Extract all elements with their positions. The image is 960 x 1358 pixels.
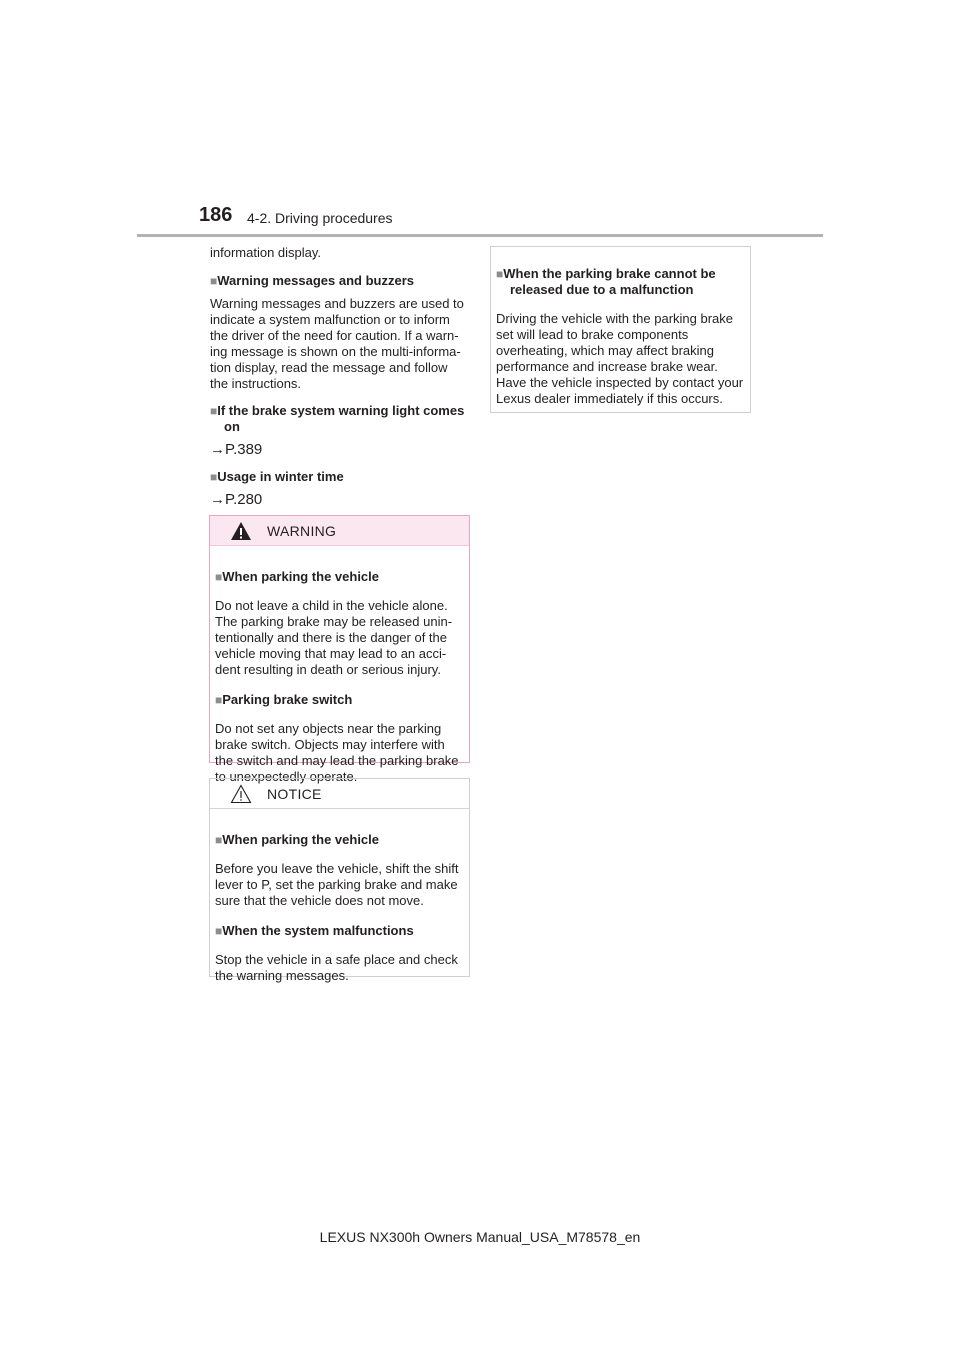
arrow-icon: → xyxy=(210,491,225,508)
notice-header: NOTICE xyxy=(210,779,469,809)
notice-subheading-parking: ■When parking the vehicle xyxy=(215,832,380,847)
info-text: Driving the vehicle with the parking bra… xyxy=(496,311,744,406)
notice-parking-text: Before you leave the vehicle, shift the … xyxy=(215,861,459,908)
warning-parking-text: Do not leave a child in the vehicle alon… xyxy=(215,598,453,677)
bullet-square-icon: ■ xyxy=(496,267,504,281)
page-reference-link[interactable]: →P.280 xyxy=(210,491,263,508)
notice-malfunction-text: Stop the vehicle in a safe place and che… xyxy=(215,952,458,983)
caution-triangle-icon xyxy=(230,783,252,803)
warning-title: WARNING xyxy=(267,522,337,539)
bullet-square-icon: ■ xyxy=(215,833,223,847)
notice-title: NOTICE xyxy=(267,785,322,802)
page-number: 186 xyxy=(199,204,233,226)
warning-subheading-parking: ■When parking the vehicle xyxy=(215,569,380,584)
arrow-icon: → xyxy=(210,441,225,458)
info-subheading: ■When the parking brake cannot be releas… xyxy=(496,266,716,297)
subheading-warning-messages: ■Warning messages and buzzers xyxy=(210,273,414,288)
bullet-square-icon: ■ xyxy=(215,570,223,584)
subheading-brake-warning-light: ■If the brake system warning light comes… xyxy=(210,403,465,434)
bullet-square-icon: ■ xyxy=(210,274,218,288)
subheading-winter-usage: ■Usage in winter time xyxy=(210,469,344,484)
notice-box: NOTICE ■When parking the vehicle Before … xyxy=(209,778,470,983)
page-footer: LEXUS NX300h Owners Manual_USA_M78578_en xyxy=(319,1229,641,1245)
warning-triangle-icon xyxy=(231,521,251,540)
bullet-square-icon: ■ xyxy=(215,693,223,707)
warning-messages-text: Warning messages and buzzers are used to… xyxy=(210,296,464,391)
page-header: 186 4-2. Driving procedures xyxy=(137,200,823,237)
section-title: 4-2. Driving procedures xyxy=(247,210,393,226)
bullet-square-icon: ■ xyxy=(215,924,223,938)
warning-switch-text: Do not set any objects near the parking … xyxy=(215,721,459,784)
page-reference-link[interactable]: →P.389 xyxy=(210,441,263,458)
bullet-square-icon: ■ xyxy=(210,470,218,484)
left-column: information display. ■Warning messages a… xyxy=(210,245,468,519)
warning-box: WARNING ■When parking the vehicle Do not… xyxy=(209,515,470,784)
warning-header: WARNING xyxy=(210,516,469,546)
info-box: ■When the parking brake cannot be releas… xyxy=(490,246,751,413)
notice-subheading-malfunction: ■When the system malfunctions xyxy=(215,923,414,938)
bullet-square-icon: ■ xyxy=(210,404,218,418)
warning-subheading-switch: ■Parking brake switch xyxy=(215,692,353,707)
lead-text: information display. xyxy=(210,245,322,260)
